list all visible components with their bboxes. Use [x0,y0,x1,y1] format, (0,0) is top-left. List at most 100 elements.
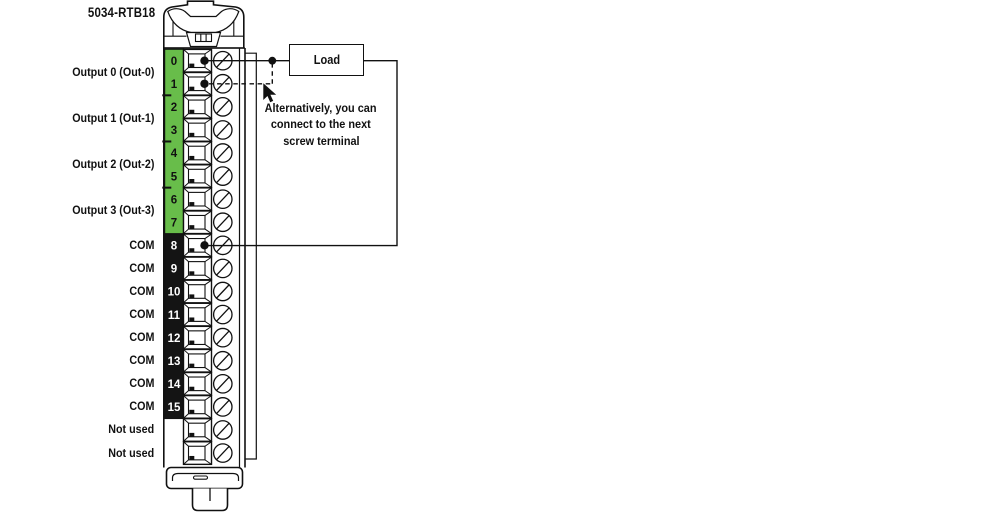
junction-dot [268,56,277,65]
module-title: 5034-RTB18 [0,5,155,20]
clamp-mark [189,63,195,68]
terminal-row [182,441,233,466]
cursor-pointer-icon [263,83,277,103]
clamp-bevels [183,72,212,96]
clamp-mark [189,294,195,298]
terminal-label: COM [0,353,154,368]
clamp-bevels [183,441,212,465]
terminal-row: 10 [168,279,233,304]
load-box-label: Load [313,53,340,67]
screw-slot [215,353,230,369]
terminal-row: 9 [171,256,233,281]
terminal-label-text: Output 1 (Out-1) [71,110,154,125]
terminal-number: 8 [171,241,178,253]
clamp-bevels [183,210,212,234]
clamp-bevels [183,279,212,304]
screw-slot [215,284,230,299]
terminal-row: 12 [168,325,233,350]
annotation-line-text: Alternatively, you can [265,101,377,115]
clamp-mark [189,248,195,252]
screw-slot [215,99,230,115]
terminal-label: COM [0,376,154,391]
clamp-mark [189,179,195,183]
clamp-bevels [183,256,212,281]
clamp-bevels [183,187,212,211]
terminal-label-text: COM [128,330,154,345]
terminal-label: Output 1 (Out-1) [0,111,154,126]
terminal-label-text: Not used [108,445,154,460]
screw-slot [215,399,230,415]
terminal-number: 7 [171,217,177,229]
terminal-number: 12 [168,333,181,345]
annotation-line: connect to the next [235,116,407,132]
screw-slot [215,76,230,92]
clamp-bevels [183,372,212,396]
terminal-row: 11 [168,302,233,327]
annotation-line-text: connect to the next [271,117,371,132]
clamp-bevels [183,349,212,373]
clamp-bevels [183,141,212,165]
terminal-number: 4 [171,148,178,160]
clamp-mark [189,225,195,229]
terminal-strips [162,48,185,420]
load-box: Load [289,44,364,76]
screw-slot [215,422,230,438]
clamp-mark [189,86,195,91]
terminal-number: 11 [168,310,181,322]
screw-slot [215,307,230,323]
screw-slot [215,445,230,461]
clamp-bevels [183,48,212,73]
terminal-label: COM [0,330,154,345]
clamp-bevels [183,233,212,258]
terminal-number: 14 [168,379,181,391]
clamp-mark [189,132,195,137]
screw-slot [215,330,230,346]
screw-slot [215,191,230,207]
terminal-label-text: COM [128,376,154,391]
terminal-label-text: Output 3 (Out-3) [71,203,154,218]
terminal-number: 6 [171,194,177,206]
terminal-number: 3 [171,125,177,137]
bottom-base [165,466,244,512]
terminal-label: Not used [0,422,154,437]
terminal-number: 1 [171,79,178,91]
terminal-label: Output 2 (Out-2) [0,157,154,172]
top-latch [163,0,245,49]
terminal-label: COM [0,307,154,322]
terminal-label-text: Output 0 (Out-0) [71,64,154,79]
terminal-label-text: COM [128,237,154,252]
terminal-label: COM [0,284,154,299]
terminal-row: 15 [168,394,233,419]
screw-slot [215,376,230,392]
clamp-mark [189,432,195,437]
terminal-label: Not used [0,446,154,461]
terminal-label: COM [0,238,154,253]
terminal-number: 0 [171,56,177,68]
terminal-label-text: COM [128,260,154,275]
terminal-label: COM [0,261,154,276]
clamp-mark [189,317,195,322]
terminal-label-text: COM [128,284,154,298]
terminal-row: 6 [171,187,233,212]
clamp-mark [189,109,195,114]
terminal-row: 1 [171,71,233,96]
terminal-number: 10 [168,287,181,299]
screw-slot [215,168,230,184]
terminal-label-text: COM [128,399,154,414]
module-title-text: 5034-RTB18 [87,5,155,20]
annotation-line: screw terminal [235,133,407,149]
clamp-mark [189,202,195,206]
terminal-row: 14 [168,371,233,396]
screw-slot [215,214,230,230]
terminal-number: 2 [171,102,177,114]
terminal-row: 2 [171,94,233,119]
terminal-label-text: COM [128,353,154,368]
clamp-mark [189,155,195,160]
terminal-row: 3 [171,117,233,142]
wire-dot [200,79,209,88]
terminal-row: 13 [168,348,233,373]
terminal-label: Output 3 (Out-3) [0,203,154,218]
